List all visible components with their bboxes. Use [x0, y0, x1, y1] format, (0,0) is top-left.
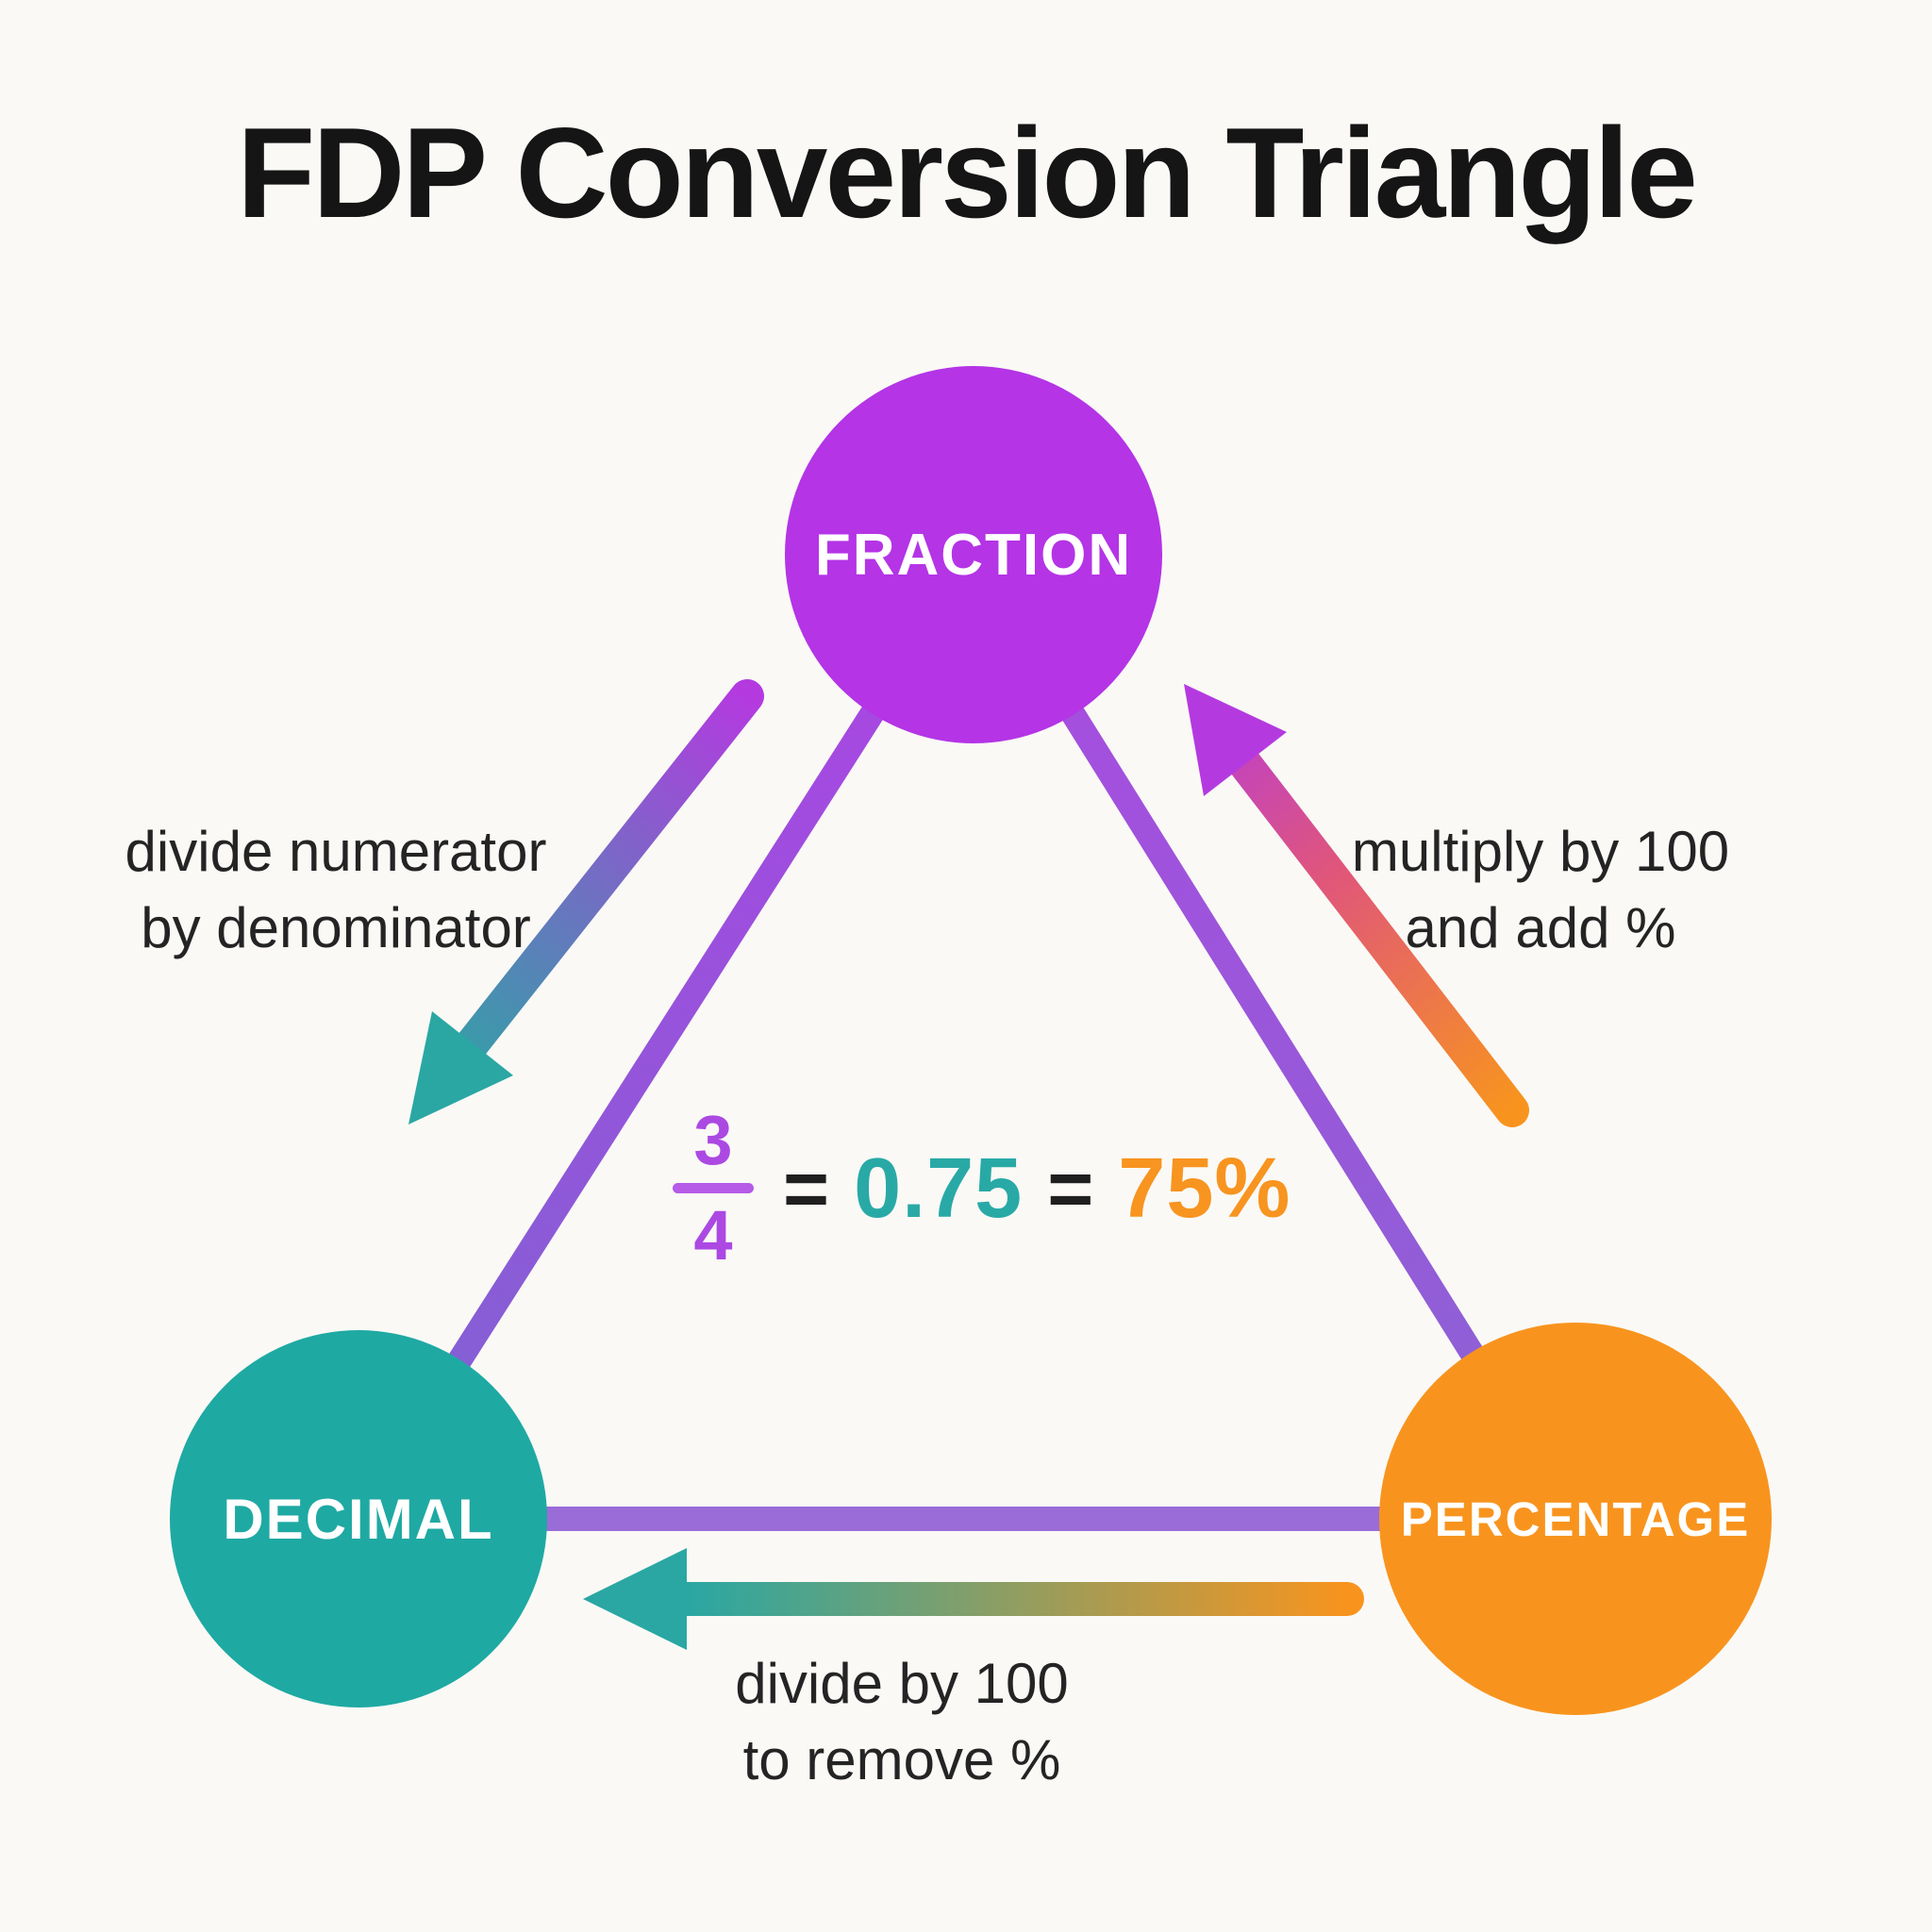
label-fraction-to-decimal-line2: by denominator	[141, 896, 531, 959]
equals-sign-2: =	[1047, 1143, 1094, 1233]
label-percentage-to-decimal: divide by 100 to remove %	[592, 1645, 1211, 1798]
fraction-bar	[673, 1183, 754, 1193]
arrow-fraction-to-decimal-head-icon	[408, 1011, 513, 1124]
label-percentage-to-decimal-line1: divide by 100	[735, 1652, 1069, 1715]
page-title: FDP Conversion Triangle	[237, 101, 1698, 244]
node-decimal: DECIMAL	[170, 1330, 547, 1707]
label-percentage-to-fraction: multiply by 100 and add %	[1245, 813, 1836, 966]
label-percentage-to-decimal-line2: to remove %	[742, 1728, 1061, 1791]
fraction-value: 3 4	[668, 1106, 758, 1271]
arrow-fraction-to-decimal-shaft	[456, 679, 764, 1060]
equals-sign-1: =	[783, 1143, 830, 1233]
node-decimal-label: DECIMAL	[223, 1487, 494, 1551]
node-percentage: PERCENTAGE	[1379, 1323, 1772, 1715]
example-equation: 3 4 = 0.75 = 75%	[668, 1106, 1291, 1271]
arrow-percentage-to-fraction-shaft	[1228, 747, 1529, 1127]
arrow-percentage-to-decimal-head-icon	[583, 1548, 687, 1650]
label-fraction-to-decimal-line1: divide numerator	[125, 820, 547, 883]
node-fraction: FRACTION	[785, 366, 1162, 743]
decimal-value: 0.75	[854, 1141, 1024, 1236]
node-percentage-label: PERCENTAGE	[1400, 1491, 1751, 1546]
label-fraction-to-decimal: divide numerator by denominator	[26, 813, 645, 966]
fraction-numerator: 3	[693, 1101, 733, 1179]
edge-fraction-decimal	[348, 548, 984, 1525]
label-percentage-to-fraction-line1: multiply by 100	[1351, 820, 1730, 883]
arrow-percentage-to-fraction-head-icon	[1184, 684, 1287, 796]
node-fraction-label: FRACTION	[814, 522, 1133, 588]
percentage-value: 75%	[1118, 1141, 1291, 1236]
label-percentage-to-fraction-line2: and add %	[1405, 896, 1676, 959]
fraction-denominator: 4	[693, 1196, 733, 1274]
